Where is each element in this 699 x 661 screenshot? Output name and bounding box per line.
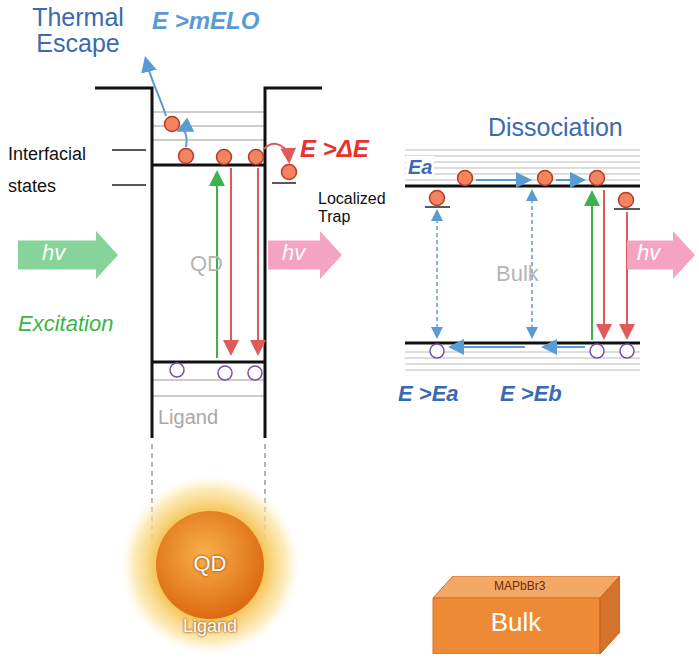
node-text: MAPbBr3: [494, 580, 545, 593]
annotation-label: E >ΔE: [300, 136, 369, 162]
annotation-label: Ea: [406, 156, 434, 178]
node-text: QD: [120, 552, 300, 576]
photon-arrow: hv: [627, 231, 695, 279]
node-text: Bulk: [433, 608, 599, 637]
annotation-label: QD: [190, 252, 223, 276]
annotation-label: Localized Trap: [318, 190, 412, 225]
annotation-label: E >Eb: [500, 382, 562, 406]
node-shape: [18, 231, 118, 279]
bulk-crystal: MAPbBr3Bulk: [428, 576, 620, 654]
annotation-label: E >Ea: [398, 382, 459, 406]
bulk-bands: [405, 150, 640, 370]
annotation-label: Bulk: [496, 262, 539, 286]
node-text: hv: [282, 241, 305, 265]
annotation-label: E >mELO: [152, 8, 259, 34]
annotation-label: Ligand: [158, 406, 218, 428]
quantum-dot-sphere: QD Ligand: [120, 475, 300, 655]
annotation-label: Thermal Escape: [8, 4, 148, 57]
node-text: hv: [42, 241, 65, 265]
qd-well: [95, 60, 322, 540]
photon-arrow: hv: [268, 231, 342, 279]
photon-arrow: hv: [18, 231, 118, 279]
annotation-label: Dissociation: [488, 114, 623, 142]
node-text: Ligand: [120, 617, 300, 637]
annotation-label: Interfacial states: [8, 139, 108, 202]
node-text: hv: [637, 241, 660, 265]
annotation-label: Excitation: [18, 312, 113, 336]
